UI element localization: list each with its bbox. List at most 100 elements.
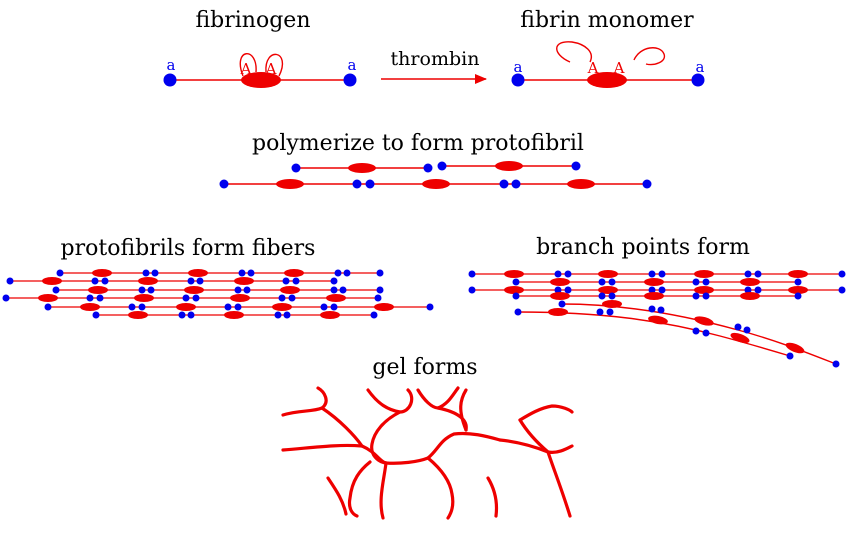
- monomer-right-end-dot: [691, 73, 705, 87]
- fiber-end-dot: [278, 294, 286, 302]
- gel-fiber: [379, 461, 388, 520]
- branch-end-dot: [648, 305, 656, 313]
- fiber-nodule: [176, 303, 196, 311]
- fiber-end-dot: [56, 269, 64, 277]
- gel-fiber: [384, 431, 502, 465]
- fiber-nodule: [504, 270, 524, 278]
- fiber-end-dot: [128, 303, 136, 311]
- stage-protofibril: polymerize to form protofibril: [219, 131, 652, 189]
- fiber-end-dot: [754, 270, 762, 278]
- fiber-nodule: [740, 292, 760, 300]
- fiber-end-dot: [658, 270, 666, 278]
- branch-end-dot: [692, 327, 700, 335]
- protofibril-end-dot: [423, 163, 433, 173]
- site-A-label: A: [613, 59, 625, 77]
- fiber-end-dot: [376, 286, 384, 294]
- gel-network: [281, 386, 574, 520]
- fiber-end-dot: [608, 292, 616, 300]
- gel-fiber: [518, 418, 550, 454]
- stage-gel: gel forms: [281, 355, 574, 520]
- branch-end-dot: [832, 360, 840, 368]
- fiber-end-dot: [838, 270, 846, 278]
- site-a-label: a: [348, 56, 357, 74]
- fiber-nodule: [550, 292, 570, 300]
- fiber-end-dot: [192, 294, 200, 302]
- fiber-end-dot: [320, 303, 328, 311]
- fiber-end-dot: [187, 311, 195, 319]
- fiber-end-dot: [283, 311, 291, 319]
- fiber-nodule: [320, 311, 340, 319]
- fiber-nodule: [272, 303, 292, 311]
- fiber-end-dot: [101, 277, 109, 285]
- fiber-nodule: [788, 270, 808, 278]
- branch-points-title: branch points form: [536, 235, 750, 260]
- fiber-end-dot: [598, 278, 606, 286]
- fiber-end-dot: [196, 277, 204, 285]
- protofibril-nodule: [422, 179, 450, 189]
- fiber-nodule: [280, 286, 300, 294]
- fiber-end-dot: [794, 292, 802, 300]
- protofibril-end-dot: [499, 179, 509, 189]
- fiber-nodule: [224, 311, 244, 319]
- protofibril-nodule: [495, 161, 523, 171]
- fiber-nodule: [188, 269, 208, 277]
- fiber-end-dot: [370, 311, 378, 319]
- fiber-end-dot: [330, 277, 338, 285]
- protofibril-end-dot: [511, 179, 521, 189]
- fiber-nodule: [284, 269, 304, 277]
- fiber-end-dot: [608, 278, 616, 286]
- fiber-end-dot: [512, 292, 520, 300]
- fiber-end-dot: [554, 286, 562, 294]
- fiber-end-dot: [44, 303, 52, 311]
- protofibril-title: polymerize to form protofibril: [252, 131, 584, 156]
- fiber-nodule: [326, 294, 346, 302]
- protofibril-nodule: [567, 179, 595, 189]
- fibers-title: protofibrils form fibers: [61, 236, 316, 261]
- fiber-end-dot: [292, 277, 300, 285]
- stage-fibrinogen: fibrinogen A A a a: [163, 8, 357, 88]
- fiber-nodule: [598, 270, 618, 278]
- gel-fiber: [518, 404, 574, 422]
- stage-branch-points: branch points form: [468, 235, 846, 368]
- fiber-end-dot: [52, 286, 60, 294]
- fiber-end-dot: [512, 278, 520, 286]
- fiber-end-dot: [744, 286, 752, 294]
- fiber-end-dot: [243, 286, 251, 294]
- fibrinogen-left-end-dot: [163, 73, 177, 87]
- fiber-end-dot: [794, 278, 802, 286]
- thrombin-label: thrombin: [391, 48, 480, 70]
- protofibril-end-dot: [291, 163, 301, 173]
- fiber-end-dot: [247, 269, 255, 277]
- fiber-nodule: [184, 286, 204, 294]
- fiber-end-dot: [138, 303, 146, 311]
- branch-end-dot: [514, 308, 522, 316]
- fiber-nodule: [374, 303, 394, 311]
- fiber-end-dot: [234, 303, 242, 311]
- gel-fiber: [370, 410, 402, 465]
- branch-nodule: [730, 332, 750, 344]
- fiber-nodule: [598, 286, 618, 294]
- fiber-end-dot: [330, 303, 338, 311]
- fiber-end-dot: [288, 294, 296, 302]
- fiber-end-dot: [151, 269, 159, 277]
- monomer-left-end-dot: [511, 73, 525, 87]
- fiber-end-dot: [692, 292, 700, 300]
- fiber-end-dot: [744, 270, 752, 278]
- fiber-nodule: [128, 311, 148, 319]
- fibrin-monomer-title: fibrin monomer: [520, 8, 694, 33]
- fiber-nodule: [42, 277, 62, 285]
- fiber-end-dot: [658, 286, 666, 294]
- fiber-end-dot: [426, 303, 434, 311]
- gel-fiber: [281, 386, 328, 417]
- fiber-nodule: [138, 277, 158, 285]
- gel-fiber: [486, 476, 499, 518]
- fiber-end-dot: [468, 286, 476, 294]
- fiber-nodule: [694, 286, 714, 294]
- fiber-end-dot: [178, 311, 186, 319]
- fiber-end-dot: [754, 286, 762, 294]
- fiber-nodule: [644, 292, 664, 300]
- branch-end-dot: [558, 300, 566, 308]
- fiber-end-dot: [554, 270, 562, 278]
- fiber-end-dot: [238, 269, 246, 277]
